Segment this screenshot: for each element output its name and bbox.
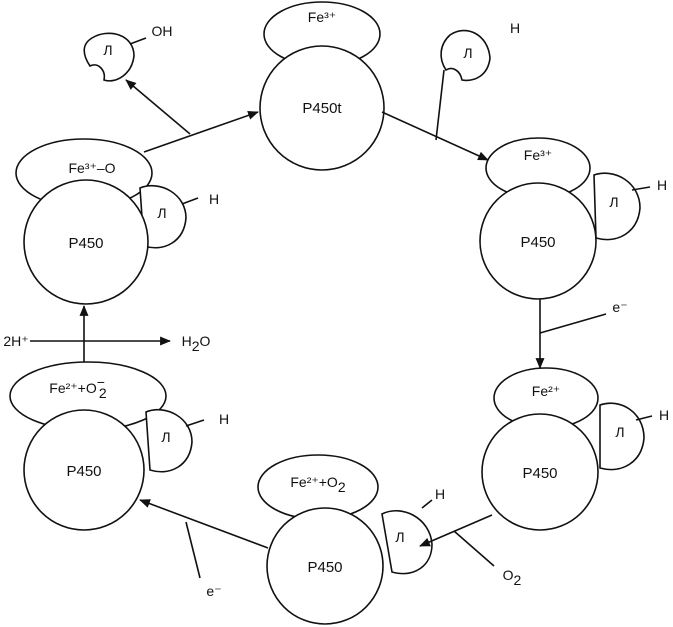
electron-label-bottom: e⁻ [206, 583, 221, 599]
fe3-label-right: Fe³⁺ [524, 147, 552, 163]
substrate-incoming: Л H [435, 20, 520, 141]
electron-entry-line-bottom [185, 521, 201, 579]
arrow-bottom-to-lower-left [139, 499, 269, 549]
enzyme-upper-left [23, 179, 149, 305]
p450-label-upper-left: P450 [68, 235, 103, 252]
cycle-arrows [30, 79, 607, 579]
complex-lower-left-fe2-o2minus: Fe²⁺+O−2 Л H P450 [9, 361, 229, 531]
substrate-label-lower-left: Л [161, 429, 170, 445]
h-label-upper-left: H [209, 191, 219, 207]
electron-label-right: e⁻ [612, 299, 627, 315]
h-label-incoming: H [510, 20, 520, 36]
substrate-pocket-bottom [381, 509, 433, 575]
h-label-lower-left: H [219, 411, 229, 427]
enzyme-p450t [259, 45, 385, 171]
water-post: O [200, 333, 211, 349]
oxygen-sub: 2 [514, 572, 522, 588]
p450-label-lower-right: P450 [522, 465, 557, 482]
fe2o2-sub: 2 [338, 479, 346, 495]
h-label-right: H [657, 177, 667, 193]
complex-upper-left-fe3o: Fe³⁺–O Л H P450 [15, 138, 219, 305]
p450-label-right: P450 [520, 234, 555, 251]
p450t-label: P450t [302, 100, 342, 117]
protons-label: 2H⁺ [3, 333, 28, 349]
h-bond-bottom [421, 499, 433, 509]
substrate-label-upper-left: Л [157, 205, 166, 221]
arrow-lower-right-to-bottom [419, 514, 493, 547]
substrate-label-right: Л [609, 194, 618, 210]
p450-label-lower-left: P450 [66, 463, 101, 480]
substrate-label-incoming: Л [463, 45, 472, 61]
fe3-label-top: Fe³⁺ [308, 9, 336, 25]
complex-right-fe3: Fe³⁺ Л H P450 [479, 137, 667, 300]
fe2o2minus-sup: − [97, 374, 105, 390]
product-outgoing: Л OH [83, 23, 173, 82]
product-oh-bond [129, 37, 147, 45]
complex-bottom-fe2-o2: Fe²⁺+O2 Л H P450 [257, 454, 445, 625]
h-bond-lower-left [185, 419, 205, 427]
substrate-label-lower-right: Л [615, 424, 624, 440]
arrow-product-release [125, 79, 191, 135]
substrate-pocket-upper-left [139, 184, 187, 249]
water-pre: H [182, 333, 192, 349]
enzyme-bottom [266, 507, 384, 625]
complex-top-p450t: Fe³⁺ P450t [259, 1, 385, 171]
arrow-top-to-right [381, 111, 489, 161]
fe2o2minus-sub: 2 [99, 385, 107, 401]
enzyme-lower-right [481, 413, 599, 531]
oh-label: OH [152, 23, 173, 39]
reagent-labels: e⁻ O2 e⁻ 2H⁺ H2O [3, 299, 627, 599]
substrate-label-bottom: Л [395, 529, 404, 545]
substrate-entry-line [435, 69, 445, 141]
fe2o2minus-label: Fe²⁺+O−2 [49, 374, 107, 401]
oxygen-entry-line [453, 530, 495, 567]
h-label-lower-right: H [659, 407, 669, 423]
fe2-label-lower-right: Fe²⁺ [532, 383, 560, 399]
h-bond-right [631, 186, 651, 191]
complex-lower-right-fe2: Fe²⁺ Л H P450 [481, 367, 669, 531]
product-shape [83, 32, 135, 82]
water-label: H2O [182, 333, 211, 354]
fe2o2-label: Fe²⁺+O2 [290, 474, 345, 495]
fe3o-label: Fe³⁺–O [68, 160, 115, 176]
substrate-pocket-lower-right [599, 402, 645, 471]
water-sub: 2 [192, 338, 200, 354]
arrow-upper-left-to-top [143, 111, 259, 153]
substrate-shape-incoming [440, 29, 491, 82]
h-bond-upper-left [181, 197, 199, 205]
enzyme-lower-left [23, 409, 145, 531]
product-ligand-label: Л [103, 42, 112, 58]
p450-label-bottom: P450 [307, 559, 342, 576]
fe2o2-main: Fe²⁺+O [290, 474, 338, 490]
h-label-bottom: H [435, 486, 445, 502]
oxygen-main: O [503, 567, 514, 583]
h-bond-lower-right [635, 415, 653, 421]
substrate-pocket-right [593, 172, 641, 241]
substrate-pocket-lower-left [145, 408, 193, 473]
fe2o2minus-main: Fe²⁺+O [49, 380, 97, 396]
oxygen-label: O2 [503, 567, 522, 588]
electron-entry-line-right [539, 313, 607, 334]
enzyme-right [479, 182, 597, 300]
